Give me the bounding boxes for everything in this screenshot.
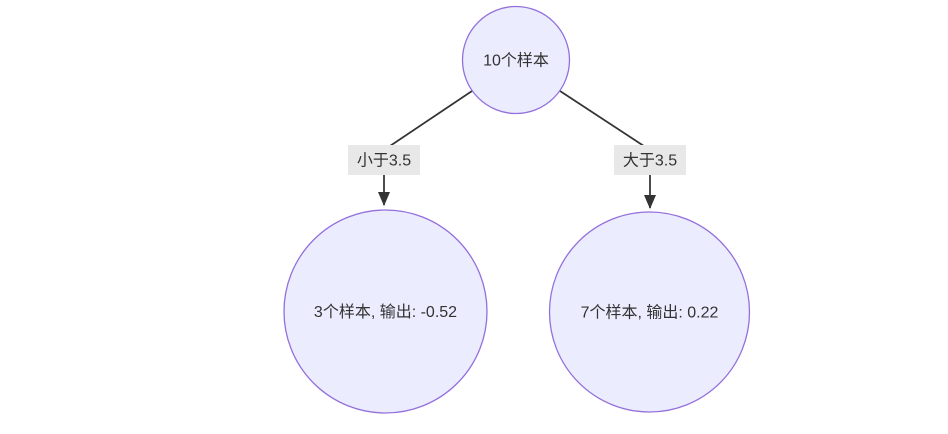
leaf-node-right-circle (548, 211, 751, 413)
leaf-node-left: 3个样本, 输出: -0.52 (283, 209, 488, 414)
edge-right-label-bg (614, 145, 686, 175)
leaf-node-left-circle (283, 209, 488, 414)
edge-left-label-bg (348, 145, 420, 175)
leaf-node-left-label: 3个样本, 输出: -0.52 (314, 303, 457, 321)
root-node-label: 10个样本 (483, 52, 549, 70)
edge-right: 大于3.5 (559, 90, 686, 209)
root-node: 10个样本 (461, 5, 571, 115)
root-node-circle (461, 5, 571, 115)
leaf-node-right-label: 7个样本, 输出: 0.22 (581, 304, 719, 322)
edge-right-label: 大于3.5 (623, 152, 677, 170)
leaf-node-right: 7个样本, 输出: 0.22 (548, 211, 751, 413)
edge-left: 小于3.5 (348, 90, 473, 206)
edge-left-label: 小于3.5 (357, 152, 411, 170)
